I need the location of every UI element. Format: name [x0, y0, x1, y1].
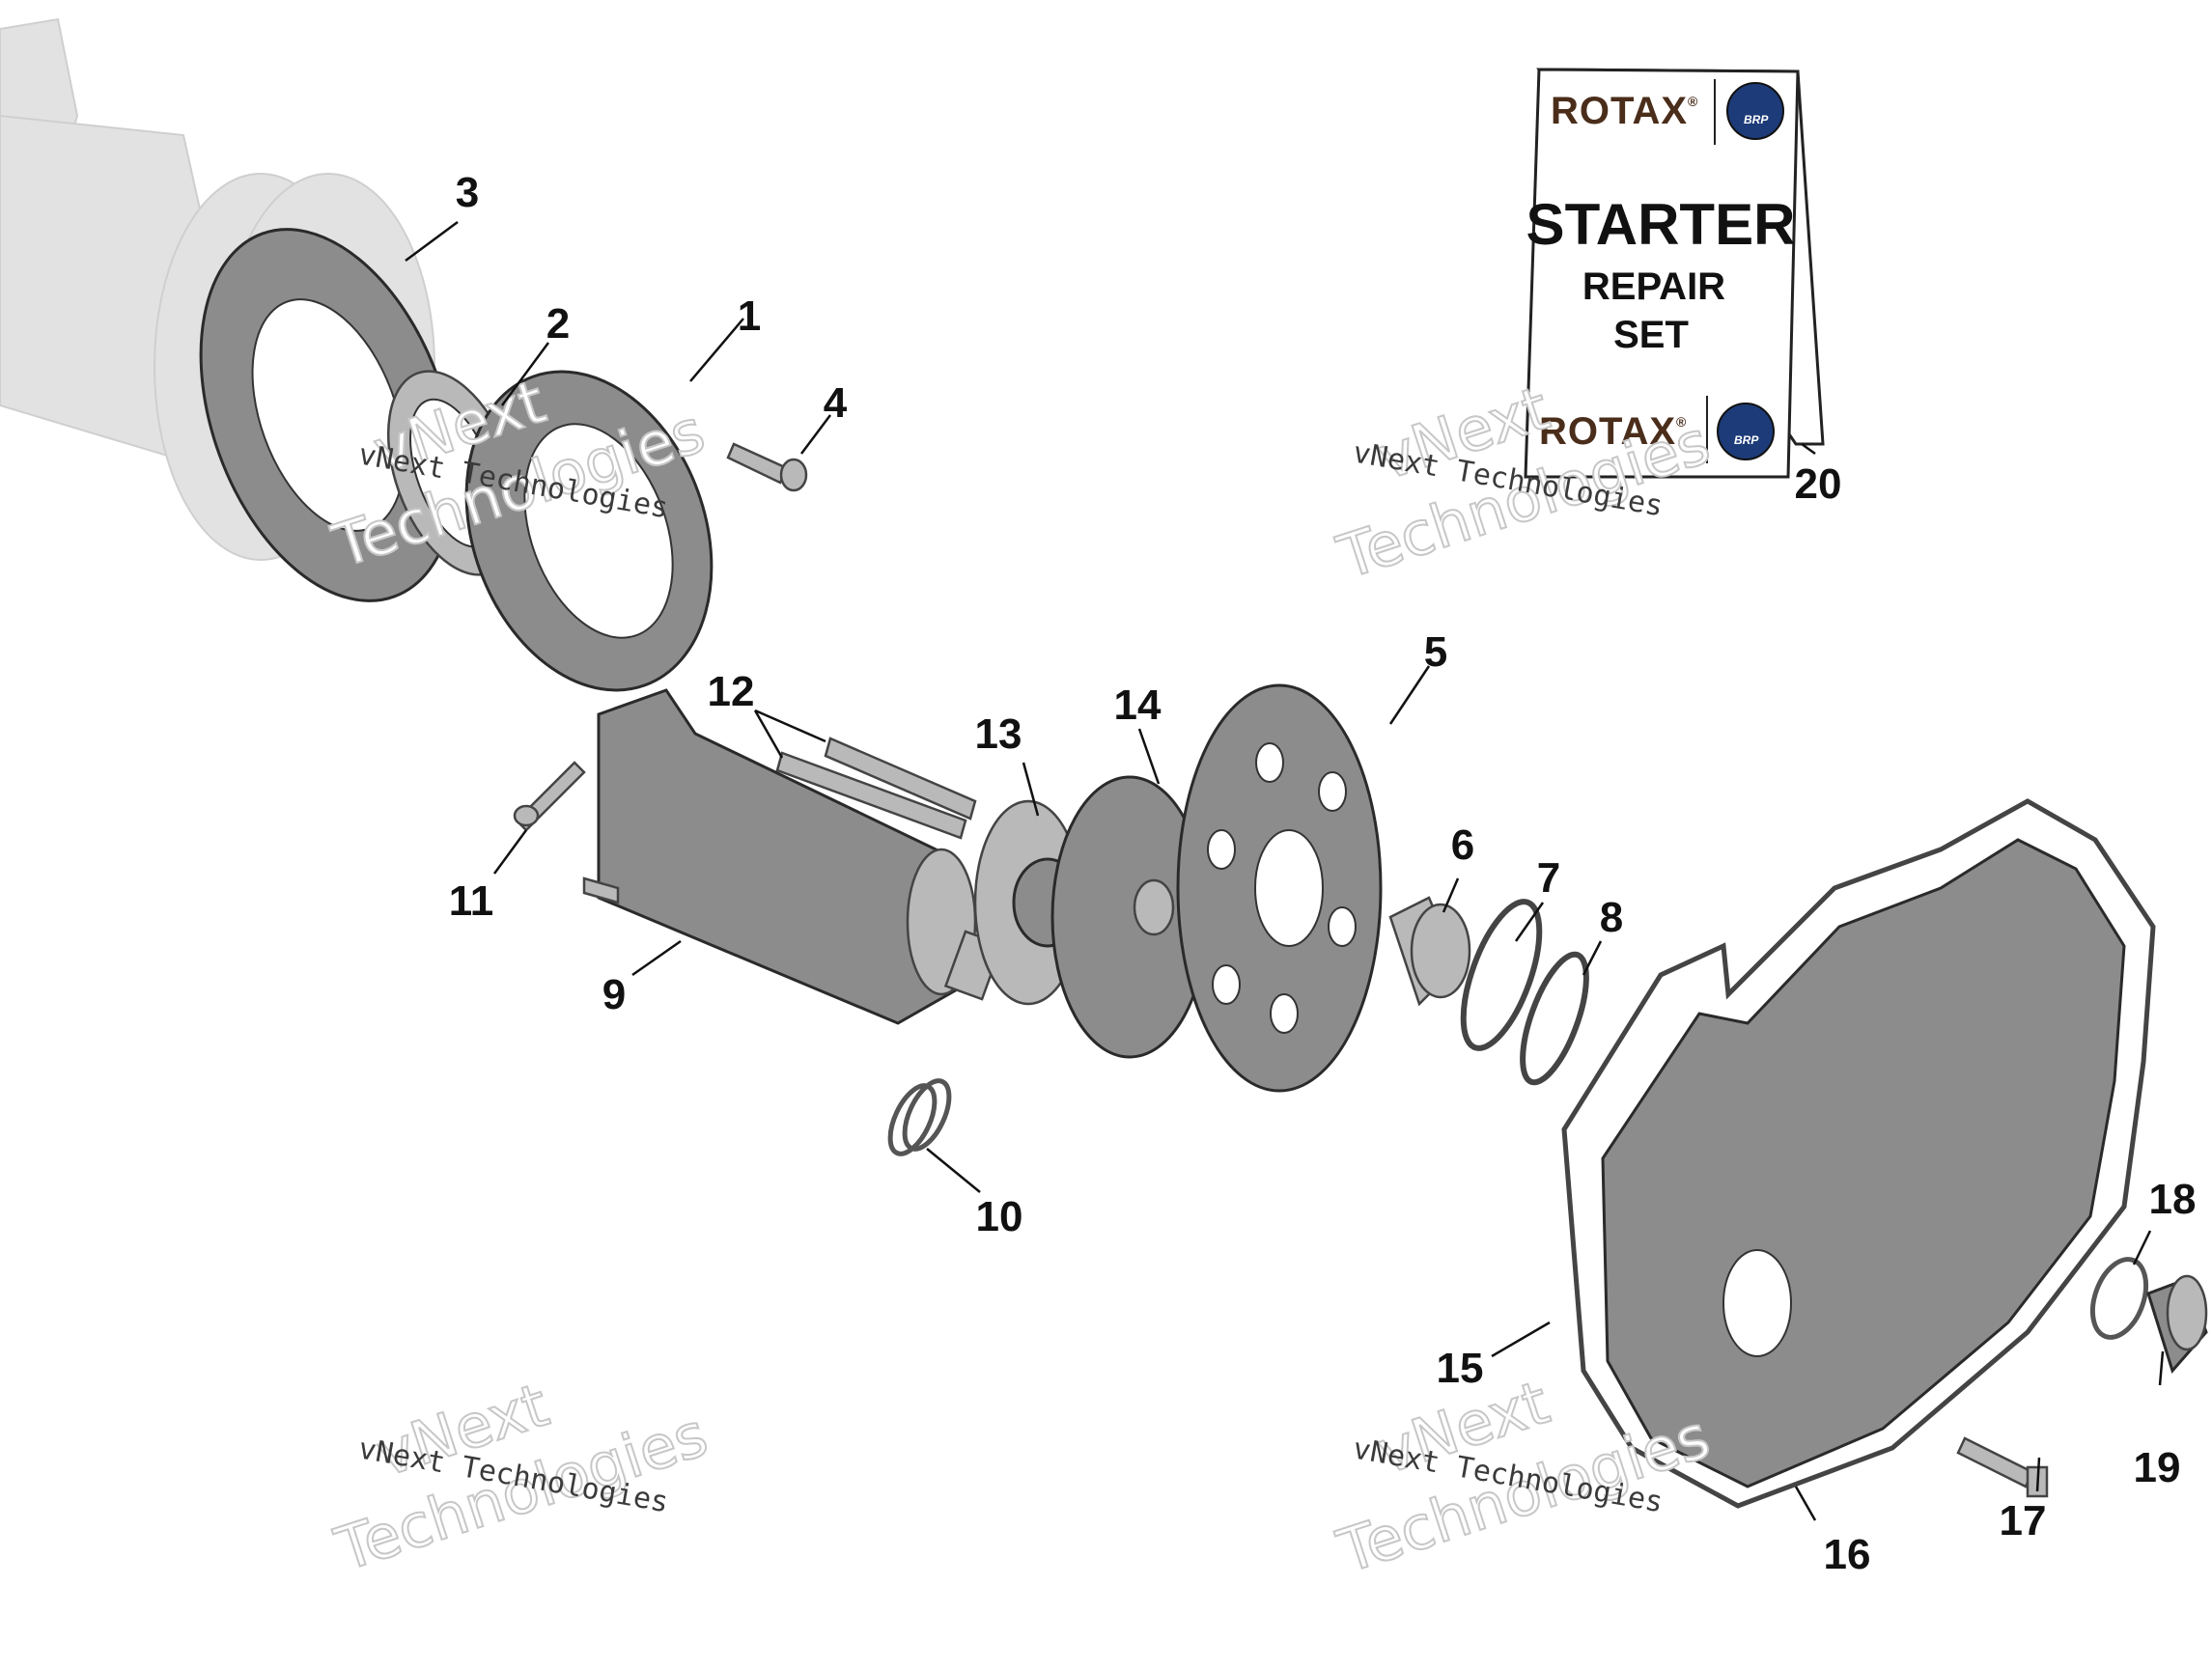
part-10-spring[interactable] [882, 1074, 959, 1160]
registered-mark: ® [1676, 414, 1687, 430]
registered-mark: ® [1688, 94, 1698, 109]
part-8-circlip[interactable] [1510, 947, 1600, 1090]
part-9-starter-motor[interactable] [582, 688, 1004, 1025]
leader-lines [405, 220, 2165, 1521]
part-15-gasket[interactable] [1561, 798, 2156, 1509]
callout-9[interactable]: 9 [602, 971, 626, 1018]
callout-19[interactable]: 19 [2134, 1444, 2181, 1491]
callout-13[interactable]: 13 [975, 710, 1022, 758]
callout-4[interactable]: 4 [824, 379, 848, 427]
callout-18[interactable]: 18 [2149, 1176, 2197, 1223]
callout-16[interactable]: 16 [1824, 1531, 1871, 1578]
callout-14[interactable]: 14 [1114, 682, 1162, 729]
callout-17[interactable]: 17 [2000, 1497, 2047, 1544]
sign-line-set: SET [1613, 314, 1689, 356]
part-12-pins[interactable] [775, 737, 977, 840]
sign-line-repair: REPAIR [1582, 265, 1725, 308]
part-16-cover[interactable] [1601, 838, 2126, 1488]
callout-10[interactable]: 10 [976, 1193, 1023, 1240]
callout-8[interactable]: 8 [1600, 894, 1623, 941]
callout-3[interactable]: 3 [456, 169, 479, 216]
part-7-ring[interactable] [1447, 893, 1554, 1058]
callout-12[interactable]: 12 [708, 668, 755, 715]
part-6-bushing[interactable] [1388, 896, 1471, 1007]
brp-logo-icon-bottom: BRP [1717, 403, 1775, 460]
brp-logo-text-top: BRP [1744, 113, 1769, 126]
part-20-repair-set-sign[interactable]: ROTAX® ROTAX® BRP BRP STARTER REPAIR SET [1524, 68, 1825, 479]
callout-2[interactable]: 2 [546, 300, 570, 348]
callout-6[interactable]: 6 [1451, 821, 1474, 869]
sign-title: STARTER [1526, 192, 1796, 257]
callout-20[interactable]: 20 [1795, 460, 1842, 508]
part-11-screw[interactable] [513, 761, 586, 832]
part-19-plug[interactable] [2146, 1274, 2208, 1375]
part-14-intermediate-gear[interactable] [1050, 775, 1209, 1059]
part-18-o-ring[interactable] [2083, 1252, 2156, 1345]
callout-15[interactable]: 15 [1437, 1345, 1484, 1392]
part-17-bolt[interactable] [1956, 1436, 2049, 1498]
callout-5[interactable]: 5 [1424, 628, 1447, 676]
callout-11[interactable]: 11 [449, 877, 494, 925]
part-1-clutch-ring[interactable] [424, 337, 754, 725]
brp-logo-icon-top: BRP [1726, 82, 1784, 140]
sign-brand-top: ROTAX® [1551, 90, 1698, 132]
callout-numbers: 1 2 3 4 5 6 7 8 9 10 11 12 13 14 15 16 1… [449, 169, 2197, 1578]
sign-brand-bottom: ROTAX® [1539, 410, 1687, 453]
part-5-large-gear[interactable] [1176, 683, 1383, 1093]
part-4-screw[interactable] [726, 442, 808, 492]
callout-1[interactable]: 1 [738, 292, 761, 340]
brp-logo-text-bottom: BRP [1734, 433, 1759, 447]
callout-7[interactable]: 7 [1537, 854, 1560, 902]
